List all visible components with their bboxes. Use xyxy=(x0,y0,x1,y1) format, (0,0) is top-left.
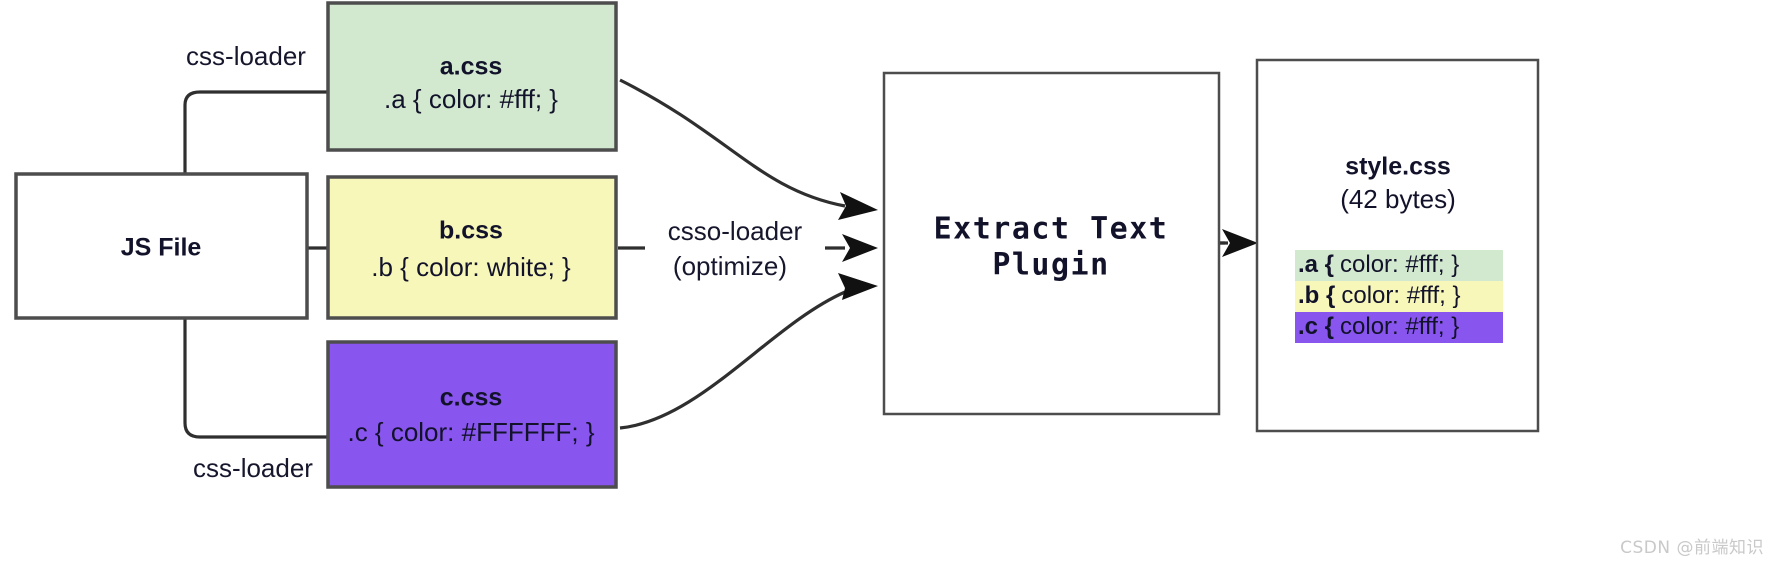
node-js-file-rect xyxy=(14,172,309,320)
node-b-css[interactable]: b.css .b { color: white; } xyxy=(326,175,618,320)
node-c-css-code: .c { color: #FFFFFF; } xyxy=(347,417,594,447)
style-rule-declaration: color: #fff; } xyxy=(1341,282,1460,309)
node-style-css-title: style.css xyxy=(1345,153,1451,181)
edge-ccss-to-plugin xyxy=(619,273,878,430)
node-style-css-subtitle: (42 bytes) xyxy=(1340,184,1456,214)
style-rule-text: .c {color: #fff; } xyxy=(1298,313,1459,340)
csdn-watermark: CSDN @前端知识 xyxy=(1620,538,1764,558)
edge-acss-to-plugin xyxy=(619,78,878,220)
edge-label-csso-optimize: (optimize) xyxy=(673,251,787,281)
node-a-css-rect xyxy=(326,1,618,152)
style-rule-row: .b {color: #fff; } xyxy=(1295,281,1503,312)
node-b-css-title: b.css xyxy=(439,217,503,245)
style-rule-row: .c {color: #fff; } xyxy=(1295,312,1503,343)
style-rule-highlight xyxy=(1295,250,1503,281)
node-style-css-rect xyxy=(1255,58,1540,433)
style-rule-highlight xyxy=(1295,312,1503,343)
edge-label-css-loader-bottom: css-loader xyxy=(193,453,313,483)
edge-bcss-to-plugin xyxy=(618,234,878,262)
style-rule-selector: .b { xyxy=(1298,282,1335,309)
style-rule-row: .a {color: #fff; } xyxy=(1295,250,1503,281)
node-a-css-code: .a { color: #fff; } xyxy=(384,84,558,114)
node-c-css[interactable]: c.css .c { color: #FFFFFF; } xyxy=(326,340,618,489)
edge-path-ccss-plugin xyxy=(619,290,846,430)
node-extract-text-plugin-rect xyxy=(882,71,1221,416)
arrowhead-acss-plugin xyxy=(838,192,878,220)
style-rule-text: .b {color: #fff; } xyxy=(1298,282,1461,309)
style-rule-text: .a {color: #fff; } xyxy=(1298,251,1459,278)
style-rule-declaration: color: #fff; } xyxy=(1340,251,1459,278)
node-extract-text-plugin-line1: Extract Text xyxy=(934,212,1169,247)
node-a-css[interactable]: a.css .a { color: #fff; } xyxy=(326,1,618,152)
node-js-file-label: JS File xyxy=(121,234,202,262)
arrowhead-ccss-plugin xyxy=(838,273,878,300)
node-b-css-rect xyxy=(326,175,618,320)
style-rule-declaration: color: #fff; } xyxy=(1340,313,1459,340)
arrowhead-bcss-plugin xyxy=(842,234,878,262)
edge-path-js-acss xyxy=(183,90,355,200)
edge-label-css-loader-top: css-loader xyxy=(186,41,306,71)
node-extract-text-plugin-line2: Plugin xyxy=(992,248,1109,283)
node-style-css[interactable]: style.css (42 bytes) .a {color: #fff; } … xyxy=(1255,58,1540,433)
style-rule-selector: .c { xyxy=(1298,313,1334,340)
arrowhead-plugin-style xyxy=(1222,229,1258,257)
node-js-file[interactable]: JS File xyxy=(14,172,309,320)
node-b-css-code: .b { color: white; } xyxy=(371,252,571,282)
edge-path-acss-plugin xyxy=(619,78,846,208)
node-c-css-rect xyxy=(326,340,618,489)
node-a-css-title: a.css xyxy=(440,53,503,81)
style-rule-selector: .a { xyxy=(1298,251,1334,278)
node-c-css-title: c.css xyxy=(440,384,503,412)
edge-path-js-ccss xyxy=(183,318,355,439)
node-extract-text-plugin[interactable]: Extract Text Plugin xyxy=(882,71,1221,416)
style-rule-highlight xyxy=(1295,281,1503,312)
edge-label-csso-loader: csso-loader xyxy=(668,216,803,246)
